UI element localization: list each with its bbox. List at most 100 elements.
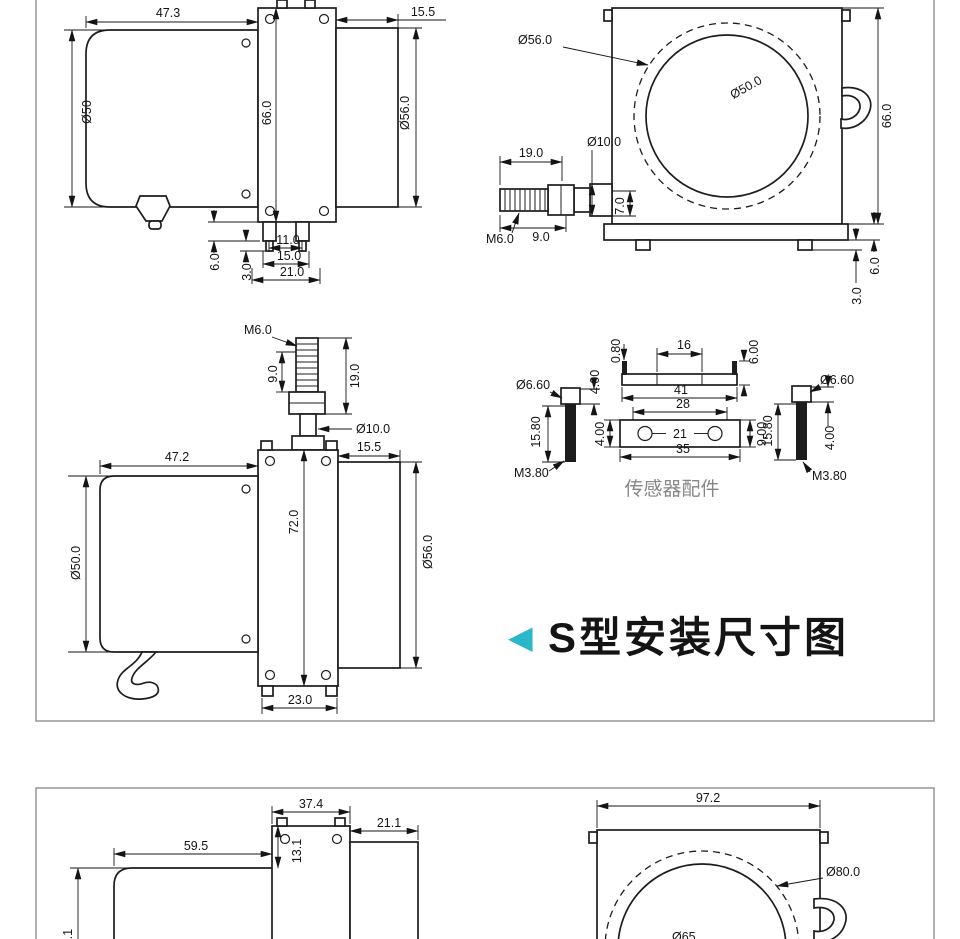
dim-screw-right-head-d: Ø6.60 [820, 373, 854, 387]
dim-height: 66.0 [260, 101, 274, 125]
dim-body-width: 59.5 [184, 839, 208, 853]
screw-circle [264, 205, 276, 217]
side-view-top-geometry [85, 0, 399, 252]
screw-circle [318, 205, 330, 217]
dim-clip-thickness: 0.80 [609, 339, 623, 363]
dim-clip-slot: 16 [677, 338, 691, 352]
accessories-dimensions [542, 344, 834, 474]
dim-body-diameter: Ø50.0 [69, 546, 83, 580]
corner-tab [841, 9, 851, 22]
dim-feet-outer: 21.0 [280, 265, 304, 279]
front-view-bottom-dimensions [596, 800, 824, 888]
side-view-top: 47.3 15.5 Ø50 66.0 Ø56.0 11.0 15.0 21.0 … [64, 0, 446, 284]
cable-gland [135, 195, 171, 222]
screw-head [791, 385, 812, 403]
screw-head [560, 387, 581, 405]
dim-base-height: 6.0 [868, 257, 882, 274]
dim-screw-left-head-h: 4.00 [588, 370, 602, 394]
vertical-view: M6.0 9.0 19.0 Ø10.0 47.2 15.5 72.0 Ø50.0… [68, 323, 435, 714]
dim-plate-width: 35 [676, 442, 690, 456]
screw-circle [264, 669, 276, 681]
dim-foot-height: 3.0 [850, 287, 864, 304]
plate-hole [707, 425, 723, 442]
cable-hook [813, 897, 847, 939]
plate-foot [261, 685, 274, 697]
dim-body-width: 47.2 [165, 450, 189, 464]
panel-bottom-border [35, 787, 935, 939]
plate-foot [325, 685, 338, 697]
screw-circle [320, 455, 332, 467]
plate-tab [304, 0, 316, 9]
plate-tab [276, 817, 288, 827]
corner-tab [603, 9, 613, 22]
dim-offset: 13.1 [290, 839, 304, 863]
vertical-view-dimensions [68, 336, 422, 714]
front-view-bottom-geometry [588, 829, 847, 939]
body-circle [645, 34, 809, 198]
clip-bracket [621, 373, 738, 386]
screw-circle [320, 669, 332, 681]
dim-body-diameter: Ø65. [672, 930, 699, 939]
drum-circle-dashed [633, 22, 821, 210]
screw-circle [241, 634, 251, 644]
accessories: 16 0.80 6.00 41 28 21 35 9.00 4.00 Ø6.60… [514, 338, 854, 500]
screw-circle [264, 13, 276, 25]
thread-ticks [504, 189, 546, 211]
shaft-collar [589, 183, 613, 217]
body-circle [617, 863, 787, 939]
dim-shaft-diameter: Ø10.0 [356, 422, 390, 436]
body-outline [85, 29, 259, 208]
clip-tab [732, 361, 737, 375]
dim-clip-height: 6.00 [747, 340, 761, 364]
side-view-bottom: 37.4 21.1 59.5 13.1 Ø65.1 [61, 797, 419, 939]
dim-plate-height: 9.00 [755, 422, 769, 446]
dim-shaft-length: 19.0 [519, 146, 543, 160]
front-view-top: Ø56.0 Ø50.0 19.0 Ø10.0 M6.0 9.0 7.0 66.0… [486, 7, 894, 305]
dim-feet-inner: 11.0 [276, 233, 299, 247]
panel-top-border [35, 0, 935, 722]
dim-drum-diameter: Ø80.0 [826, 865, 860, 879]
dim-plate-end: 4.00 [593, 422, 607, 446]
dim-thread: M6.0 [486, 232, 514, 246]
dim-feet-width: 23.0 [288, 693, 312, 707]
dim-screw-left-thread: M3.80 [514, 466, 549, 480]
dim-foot-lip: 3.0 [240, 263, 254, 280]
plate-tab [334, 817, 346, 827]
dim-offset: 7.0 [613, 197, 627, 214]
dim-screw-right-length: 15.80 [761, 415, 775, 446]
dim-height: 66.0 [880, 104, 894, 128]
screw-circle [264, 455, 276, 467]
dim-drum-diameter: Ø56.0 [421, 535, 435, 569]
threaded-rod [499, 188, 549, 212]
screw-circle [241, 38, 251, 48]
page-title: S型安装尺寸图 [548, 614, 849, 661]
dim-screw-right-head-h: 4.00 [823, 426, 837, 450]
drum-circle-dashed [604, 850, 800, 939]
screw-circle [331, 833, 343, 845]
plate-foot [262, 221, 277, 242]
cable-hook [840, 86, 872, 130]
plate-tab [325, 440, 338, 451]
screw-shank [796, 402, 807, 460]
side-view-bottom-dimensions [70, 806, 419, 939]
title-block: ◀ S型安装尺寸图 [508, 614, 849, 661]
dim-drum-width: 15.5 [357, 440, 381, 454]
dim-plate-width: 37.4 [299, 797, 323, 811]
dim-nut-length: 9.0 [266, 365, 280, 382]
front-view-top-geometry [499, 7, 872, 251]
shaft-collar [291, 435, 325, 451]
thread-ticks [296, 343, 318, 387]
threaded-rod [295, 337, 319, 393]
base-foot [797, 239, 813, 251]
plate-foot-lip [265, 240, 274, 252]
body-outline [113, 867, 272, 939]
drum-cylinder [349, 841, 419, 939]
side-view-bottom-geometry [113, 817, 419, 939]
mounting-plate [257, 449, 339, 687]
accessories-geometry [560, 361, 812, 462]
front-view-bottom: 97.2 Ø80.0 Ø65. [588, 791, 860, 939]
screw-shank [565, 404, 576, 462]
screw-circle [241, 484, 251, 494]
screw-circle [279, 833, 291, 845]
screw-circle [318, 13, 330, 25]
